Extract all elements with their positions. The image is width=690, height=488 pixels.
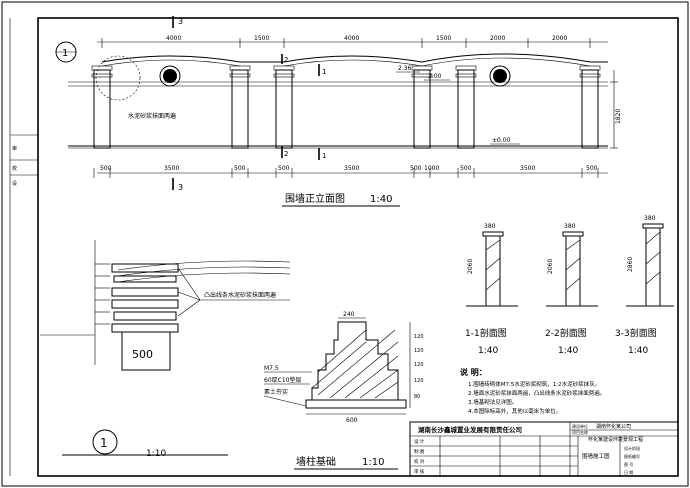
section-height: 2060	[467, 259, 474, 274]
detail-scale: 1:10	[146, 449, 166, 459]
section-mark: 2	[284, 56, 288, 64]
section-title: 1-1剖面图	[465, 327, 507, 339]
section-title: 2-2剖面图	[545, 327, 587, 339]
round-window-fill	[493, 69, 507, 83]
section-2-2: 380 2060 2-2剖面图 1:40	[545, 223, 598, 356]
foundation-label: M7.5	[264, 365, 279, 372]
info-row: 图 号	[624, 461, 633, 467]
plaster-note: 水泥砂浆抹面两遍	[128, 112, 176, 120]
detail-ref-number: 1	[62, 48, 68, 59]
note-item: 3.墙基砌法见详图。	[468, 398, 517, 406]
concrete-pad	[305, 399, 407, 409]
dim-label: 1000	[424, 165, 439, 172]
round-window	[159, 65, 181, 87]
foundation-scale: 1:10	[362, 457, 384, 468]
drawing-title: 围墙施工图	[582, 452, 610, 460]
height-dim: 1820	[615, 109, 622, 124]
section-width: 380	[484, 223, 496, 230]
level-label: 2.00	[428, 73, 442, 80]
level-label: 2.36	[398, 65, 412, 72]
detail-note: 凸出线条水泥砂浆抹面两遍	[204, 291, 276, 299]
level-label: ±0.00	[492, 137, 511, 144]
margin-label: 校	[12, 165, 17, 172]
wall-elevation: 4000 1500 4000 1500 2000 2000	[55, 16, 622, 207]
section-mark: 1	[322, 68, 326, 76]
section-mark: 1	[322, 152, 326, 160]
section-mark: 3	[178, 17, 183, 26]
detail-callout	[95, 55, 141, 101]
foundation-dim: 120	[414, 378, 424, 384]
detail-number-circle	[92, 429, 118, 455]
notes: 说 明： 1.围墙砖砌体M7.5水泥砂浆砌筑，1:2水泥砂浆抹灰。 2.墙面水泥…	[460, 367, 605, 415]
note-item: 1.围墙砖砌体M7.5水泥砂浆砌筑，1:2水泥砂浆抹灰。	[468, 380, 600, 388]
foundation-dim: 80	[414, 394, 420, 400]
dim-label: 3500	[520, 165, 535, 172]
section-mark: 3	[178, 183, 183, 192]
dim-label: 500	[100, 165, 112, 172]
elevation-title: 围墙正立面图	[285, 192, 345, 205]
dim-label: 4000	[344, 35, 359, 42]
dim-label: 500	[410, 165, 422, 172]
section-scale: 1:40	[478, 346, 498, 356]
info-row: 图纸编号	[624, 453, 640, 459]
section-width: 380	[644, 215, 656, 222]
section-3-3: 380 2860 3-3剖面图 1:40	[615, 215, 674, 356]
dim-label: 3500	[164, 165, 179, 172]
detail-width: 500	[132, 348, 153, 361]
company-name: 湖南长沙鑫城置业发展有限责任公司	[418, 425, 522, 434]
dim-label: 4000	[166, 35, 181, 42]
section-title: 3-3剖面图	[615, 327, 657, 339]
sign-row: 审 核	[414, 468, 425, 475]
round-window-fill	[163, 69, 177, 83]
info-row: 日 期	[624, 469, 633, 475]
dim-label: 1500	[254, 35, 269, 42]
client-label: 建设单位	[572, 423, 588, 429]
notes-heading: 说 明：	[460, 367, 487, 377]
dim-label: 500	[234, 165, 246, 172]
foundation-dim: 120	[414, 348, 424, 354]
round-window	[489, 65, 511, 87]
dim-label: 3500	[344, 165, 359, 172]
margin-labels: 审 校 设	[12, 145, 17, 187]
margin-label: 设	[12, 180, 17, 187]
foundation-dim: 600	[346, 417, 358, 424]
foundation-dim: 120	[414, 362, 424, 368]
section-scale: 1:40	[558, 346, 578, 356]
foundation-label: 60厚C10垫层	[264, 376, 301, 384]
dim-label: 2000	[552, 35, 567, 42]
detail-number: 1	[100, 436, 108, 450]
dim-label: 2000	[490, 35, 505, 42]
margin-label: 审	[12, 145, 17, 152]
note-item: 2.墙面水泥砂浆抹面两遍，凸出线条水泥砂浆抹面两遍。	[468, 389, 605, 397]
section-height: 2860	[627, 257, 634, 272]
elevation-scale: 1:40	[370, 194, 392, 205]
title-block: 湖南长沙鑫城置业发展有限责任公司 建设单位 湖南怀化某公司 项目名称 怀化某建设…	[409, 421, 679, 477]
section-mark: 2	[284, 150, 288, 158]
section-1-1: 380 2060 1-1剖面图 1:40	[465, 223, 518, 356]
sign-row: 设 计	[414, 438, 425, 445]
project-label: 项目名称	[572, 429, 588, 435]
foundation-title: 墙柱基础	[296, 455, 336, 468]
note-item: 4.本图除标高外，其他以毫米为单位。	[468, 407, 561, 415]
foundation-label: 素土夯实	[264, 388, 288, 396]
dim-label: 500	[460, 165, 472, 172]
detail-1: 凸出线条水泥砂浆抹面两遍 500 1 1:10	[40, 240, 291, 459]
dim-label: 1500	[436, 35, 451, 42]
section-width: 380	[564, 223, 576, 230]
foundation-dim: 120	[414, 334, 424, 340]
section-scale: 1:40	[628, 346, 648, 356]
foundation-dim: 240	[343, 311, 355, 318]
section-height: 2060	[547, 259, 554, 274]
frame-border	[37, 17, 679, 477]
sign-row: 制 图	[414, 448, 425, 455]
dim-label: 500	[278, 165, 290, 172]
dim-label: 500	[586, 165, 598, 172]
info-row: 设计阶段	[624, 445, 640, 451]
pillar-foundation: 240 600 M7.5 60厚C10垫层 素土夯实 120 120 120 1…	[263, 311, 424, 470]
project-name: 怀化某建设环境景观工程	[588, 436, 643, 443]
sign-row: 校 对	[414, 458, 425, 465]
client-name: 湖南怀化某公司	[596, 423, 631, 430]
